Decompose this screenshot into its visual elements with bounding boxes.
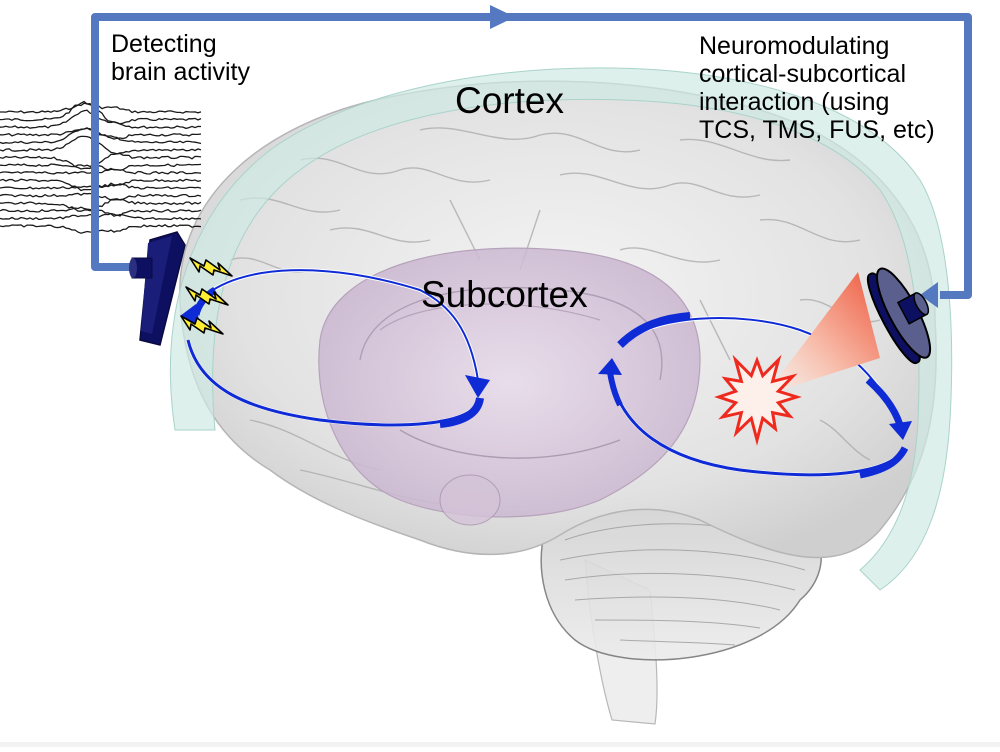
eeg-trace (0, 206, 202, 218)
loop-arrowhead-top (490, 5, 515, 29)
subcortex-label: Subcortex (421, 274, 588, 315)
interaction-arc-thick (865, 377, 904, 427)
eeg-trace (0, 100, 202, 125)
neuromodulating-label-line: Neuromodulating (699, 32, 890, 60)
cortex-layer (170, 67, 953, 591)
bottom-strip (0, 742, 1000, 747)
eeg-trace (0, 127, 202, 140)
feedback-loop (91, 5, 972, 308)
left-interaction-loop (180, 268, 490, 428)
interaction-arc (608, 371, 907, 477)
eeg-electrode-icon (129, 231, 186, 346)
cortex-label: Cortex (455, 80, 564, 121)
feedback-loop-line (91, 13, 972, 299)
interaction-arc (199, 269, 479, 381)
detecting-label: Detecting brain activity (111, 30, 250, 86)
eeg-trace (0, 135, 202, 155)
eeg-trace (0, 182, 202, 190)
eeg-trace (0, 168, 202, 175)
neuromodulating-label-line: TCS, TMS, FUS, etc) (699, 116, 935, 144)
interaction-arrowhead (598, 358, 622, 375)
interaction-arrowhead (889, 421, 912, 440)
eeg-trace (0, 224, 202, 234)
eeg-trace (0, 109, 202, 130)
right-interaction-loop (598, 312, 912, 479)
neuromodulating-label-line: interaction (using (699, 88, 890, 116)
interaction-arc-thick (607, 371, 623, 407)
burst-icon (714, 354, 802, 446)
lightning-bolt-icon (180, 315, 224, 335)
interaction-arc-thick (439, 397, 484, 428)
detecting-label-line: brain activity (111, 58, 250, 86)
detecting-label-line: Detecting (111, 30, 217, 58)
eeg-trace (0, 198, 202, 212)
interaction-arc-thick (617, 312, 691, 348)
lightning-bolt-icon (185, 286, 229, 306)
stimulation-beam (765, 272, 880, 395)
subcortex-region (318, 247, 701, 526)
eeg-trace (0, 152, 202, 170)
eeg-trace (0, 212, 202, 221)
loop-arrowhead-right (920, 282, 938, 308)
eeg-traces (0, 100, 202, 234)
stimulator-icon (866, 267, 932, 365)
eeg-trace (0, 178, 202, 192)
interaction-arrowhead (180, 304, 200, 326)
eeg-trace (0, 163, 202, 171)
lightning-bolts (180, 257, 233, 335)
lightning-bolt-icon (189, 257, 233, 277)
eeg-trace (0, 102, 202, 114)
interaction-arc-thick (859, 446, 909, 479)
eeg-trace (0, 127, 202, 145)
interaction-arrowhead (465, 375, 490, 398)
eeg-trace (0, 192, 202, 201)
neuromodulating-label-line: cortical-subcortical (699, 60, 907, 88)
neuromodulating-label: Neuromodulating cortical-subcortical int… (699, 32, 935, 144)
